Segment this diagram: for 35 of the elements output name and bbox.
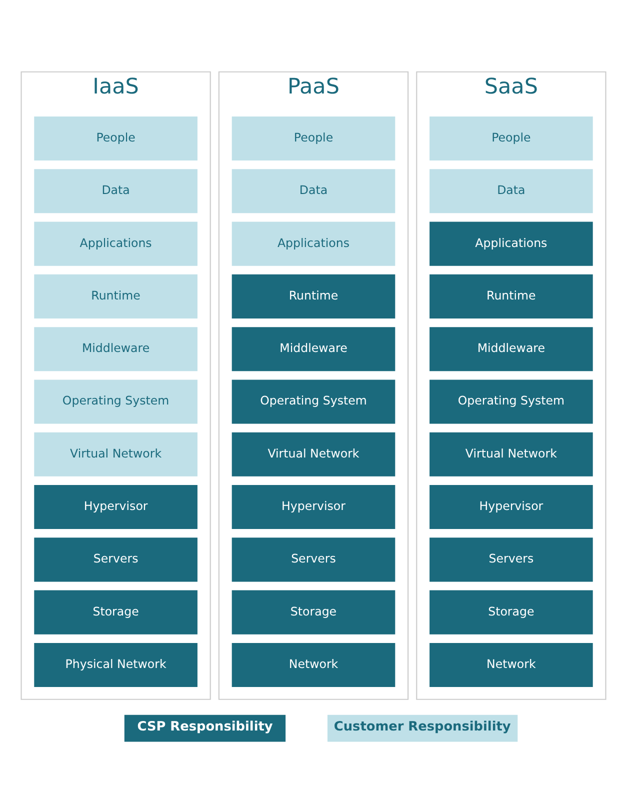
node-box: Servers: [232, 537, 396, 582]
legend-label: CSP Responsibility: [137, 719, 273, 734]
node-box: Middleware: [232, 326, 396, 371]
node-box: Virtual Network: [430, 432, 593, 476]
node-box: Virtual Network: [232, 432, 396, 476]
node-box: Middleware: [430, 326, 593, 371]
node-box: Network: [232, 642, 396, 686]
node-box: Operating System: [430, 379, 593, 424]
node-box: Data: [430, 168, 593, 213]
node-box: People: [34, 116, 198, 160]
node-box: People: [430, 116, 593, 160]
node-box: Data: [34, 168, 198, 213]
node-box: Hypervisor: [34, 484, 198, 529]
node-box: Hypervisor: [232, 484, 396, 529]
node-box: Applications: [232, 221, 396, 266]
node-box: Physical Network: [34, 642, 198, 686]
node-box: Middleware: [34, 326, 198, 371]
node-box: Applications: [430, 221, 593, 266]
node-box: People: [232, 116, 396, 160]
node-box: Applications: [34, 221, 198, 266]
node-box: Virtual Network: [34, 432, 198, 476]
node-box: Operating System: [34, 379, 198, 424]
node-box: Runtime: [232, 274, 396, 318]
node-box: Storage: [430, 590, 593, 634]
node-box: Servers: [34, 537, 198, 582]
node-box: Operating System: [232, 379, 396, 424]
node-box: Data: [232, 168, 396, 213]
legend-label: Customer Responsibility: [334, 719, 511, 734]
node-box: Runtime: [34, 274, 198, 318]
node-box: Runtime: [430, 274, 593, 318]
node-box: Hypervisor: [430, 484, 593, 529]
node-box: Servers: [430, 537, 593, 582]
node-box: Storage: [232, 590, 396, 634]
node-box: Storage: [34, 590, 198, 634]
node-box: Network: [430, 642, 593, 686]
